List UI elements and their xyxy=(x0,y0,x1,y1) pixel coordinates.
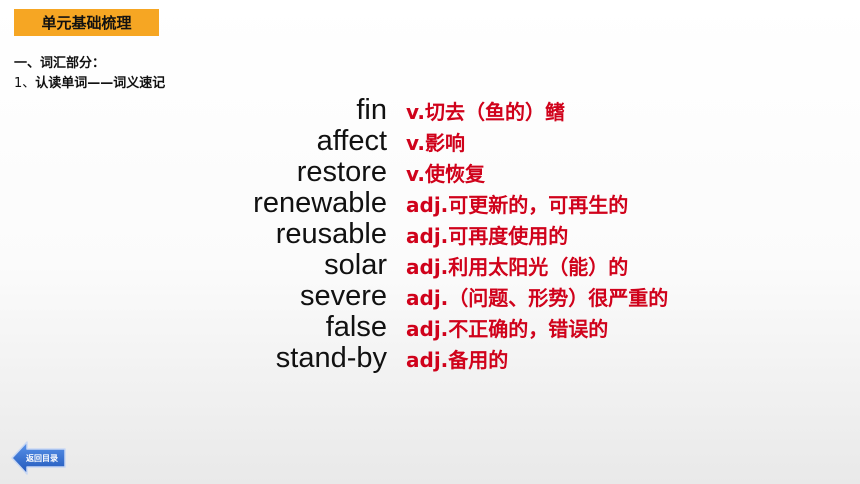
subheading-text: 认读单词——词义速记 xyxy=(35,76,166,91)
vocab-word: false xyxy=(325,311,387,343)
vocabulary-heading: 一、词汇部分： xyxy=(14,56,106,71)
vocab-row: severe adj.（问题、形势）很严重的 xyxy=(0,281,860,312)
vocab-row: reusable adj.可再度使用的 xyxy=(0,219,860,250)
vocab-row: fin v.切去（鱼的）鳍 xyxy=(0,95,860,126)
vocab-definition: adj.不正确的，错误的 xyxy=(406,317,609,341)
vocab-definition: adj.利用太阳光（能）的 xyxy=(406,255,629,279)
vocab-definition: adj.可再度使用的 xyxy=(406,224,569,248)
back-button-label: 返回目录 xyxy=(26,454,58,463)
vocab-word: severe xyxy=(299,280,387,312)
vocab-word: restore xyxy=(296,156,387,188)
vocab-definition: adj.备用的 xyxy=(406,348,509,372)
vocab-definition: v.使恢复 xyxy=(406,162,486,186)
vocab-row: stand-by adj.备用的 xyxy=(0,343,860,374)
vocabulary-subheading: 1、认读单词——词义速记 xyxy=(14,72,165,91)
section-title: 单元基础梳理 xyxy=(41,14,132,32)
vocab-word: stand-by xyxy=(275,342,387,374)
vocab-definition: adj.（问题、形势）很严重的 xyxy=(406,286,669,310)
vocab-word: solar xyxy=(324,249,387,281)
vocab-row: affect v.影响 xyxy=(0,126,860,157)
subheading-number: 1、 xyxy=(14,76,36,91)
back-to-contents-button[interactable]: 返回目录 xyxy=(10,439,68,477)
back-arrow-icon xyxy=(11,441,66,475)
vocab-row: false adj.不正确的，错误的 xyxy=(0,312,860,343)
vocab-definition: v.切去（鱼的）鳍 xyxy=(406,100,566,124)
vocab-row: solar adj.利用太阳光（能）的 xyxy=(0,250,860,281)
vocab-row: renewable adj.可更新的，可再生的 xyxy=(0,188,860,219)
vocab-row: restore v.使恢复 xyxy=(0,157,860,188)
vocab-word: affect xyxy=(316,125,387,157)
section-title-badge: 单元基础梳理 xyxy=(14,9,159,36)
vocab-definition: v.影响 xyxy=(406,131,466,155)
vocabulary-list: fin v.切去（鱼的）鳍 affect v.影响 restore v.使恢复 … xyxy=(0,95,860,374)
vocab-word: reusable xyxy=(275,218,387,250)
vocab-word: renewable xyxy=(253,187,387,219)
vocab-definition: adj.可更新的，可再生的 xyxy=(406,193,629,217)
vocab-word: fin xyxy=(356,94,387,126)
